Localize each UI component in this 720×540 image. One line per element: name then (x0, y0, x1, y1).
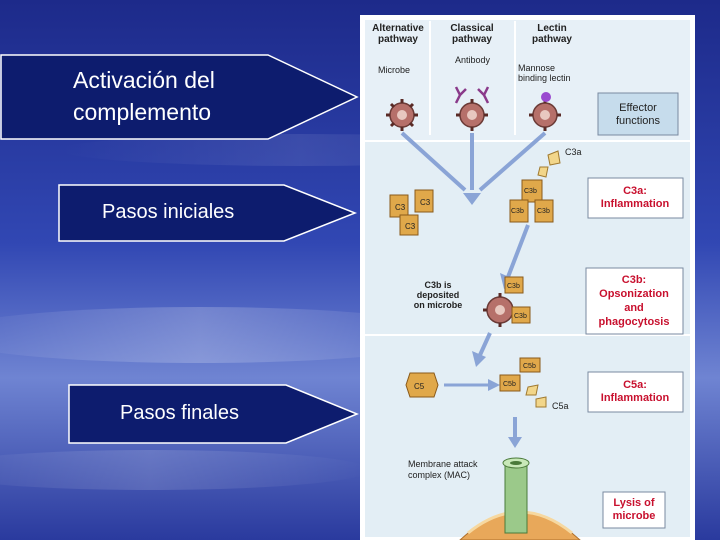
svg-text:C3: C3 (405, 222, 416, 231)
c5a-fragment (525, 384, 547, 408)
final-steps-label: Pasos finales (120, 402, 239, 424)
c5-to-c5b-arrow (444, 379, 500, 391)
c5-molecule (405, 372, 439, 398)
lysis-effect-box (602, 491, 666, 529)
svg-text:C5a:Inflammation: C5a:Inflammation (601, 379, 670, 404)
microbe-alternative (386, 99, 418, 131)
c3-cluster (389, 189, 434, 236)
svg-text:C3: C3 (395, 203, 406, 212)
c5a-effect-box (587, 371, 684, 413)
activation-arrow (0, 54, 359, 140)
antibody-icon (454, 86, 490, 104)
svg-text:C3b: C3b (514, 313, 527, 320)
initial-steps-label: Pasos iniciales (102, 201, 235, 223)
mac-arrow (508, 417, 522, 448)
mannose-lectin-icon (541, 92, 551, 102)
svg-text:C3: C3 (420, 198, 431, 207)
svg-text:C3a:Inflammation: C3a:Inflammation (601, 185, 670, 210)
c3b-cluster (509, 179, 554, 223)
microbe-label: Microbe (378, 65, 410, 75)
initial-steps-arrow (58, 184, 358, 242)
c3b-on-microbe (504, 276, 531, 324)
c3a-effect-box (587, 177, 684, 219)
svg-text:C3b: C3b (537, 208, 550, 215)
c3b-effect-box (585, 267, 684, 335)
svg-text:C5: C5 (414, 382, 425, 391)
c5b-fragments (499, 357, 541, 392)
c3a-label: C3a (565, 147, 582, 157)
antibody-label: Antibody (455, 55, 491, 65)
svg-text:C3b: C3b (507, 283, 520, 290)
opsonized-microbe (483, 293, 517, 327)
microbe-classical (456, 99, 488, 131)
c3a-fragment (537, 150, 561, 178)
svg-text:C3b: C3b (511, 208, 524, 215)
c5a-label: C5a (552, 401, 569, 411)
microbe-lectin (529, 99, 561, 131)
final-steps-arrow (68, 384, 359, 444)
svg-text:C5b: C5b (503, 381, 516, 388)
svg-text:C5b: C5b (523, 363, 536, 370)
svg-text:C3b: C3b (524, 188, 537, 195)
activation-arrow-label: Activación del complemento (73, 67, 215, 125)
effector-functions-box (597, 92, 679, 136)
mac-pore (502, 457, 530, 534)
pathway-converge-arrows (400, 131, 547, 205)
c5-convert-arrow (472, 332, 492, 367)
